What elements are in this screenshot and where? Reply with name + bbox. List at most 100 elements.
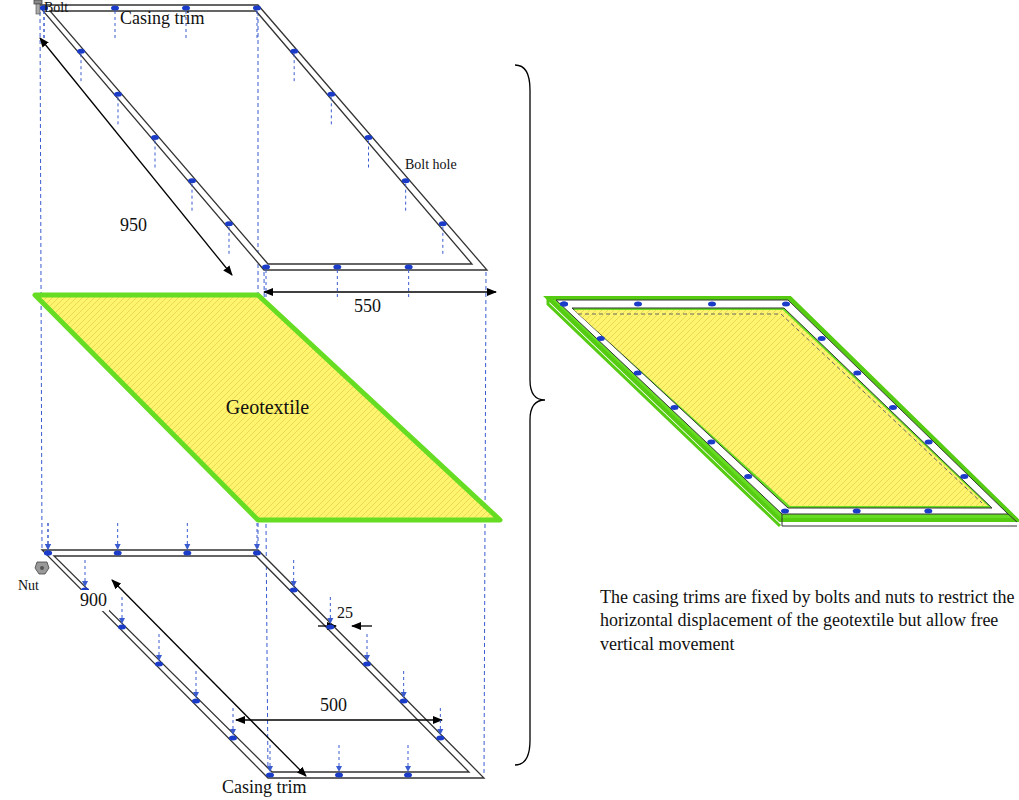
bolt-arrow — [327, 618, 333, 624]
bolt-arrow — [437, 729, 443, 735]
bolt-hole — [44, 551, 52, 556]
nut-symbol — [35, 562, 49, 574]
bolt-line — [339, 745, 340, 767]
part-name: Nut — [18, 578, 39, 594]
bolt-hole — [708, 302, 716, 307]
bolt-hole — [744, 474, 752, 479]
bolt-hole — [560, 302, 568, 307]
bolt-line — [257, 11, 258, 38]
bolt-hole — [262, 265, 270, 270]
bolt-arrow — [291, 581, 297, 587]
casing-trim-bottom — [42, 550, 484, 778]
bolt-hole — [327, 92, 335, 97]
bolt-hole — [229, 736, 237, 741]
dimension-arrows — [40, 38, 496, 776]
bolt-hole — [365, 135, 373, 140]
bolt-line — [331, 97, 332, 124]
bolt-hole — [114, 551, 122, 556]
bolt-line — [337, 270, 338, 297]
dimension: 950 — [118, 215, 149, 236]
bolt-arrow — [184, 544, 190, 550]
bolt-hole — [634, 371, 642, 376]
bolt-line — [266, 270, 267, 297]
bolt-arrow — [45, 544, 51, 550]
part-name: Casing trim — [222, 777, 307, 798]
bolt-arrow — [364, 655, 370, 661]
bolt-hole — [151, 135, 159, 140]
bolt-hole — [405, 265, 413, 270]
bolt-hole — [363, 662, 371, 667]
note: The casing trims are fixed by bolts and … — [600, 586, 1015, 656]
bolt-hole — [889, 405, 897, 410]
bolt-line — [368, 141, 369, 168]
bolt-hole — [853, 509, 861, 514]
bolt-line — [293, 560, 294, 582]
node-label: Geotextile — [226, 396, 309, 419]
bolt-arrow — [401, 692, 407, 698]
dimension: 900 — [78, 590, 109, 611]
bolt-hole — [436, 736, 444, 741]
bolt-line — [408, 270, 409, 297]
bolt-hole — [818, 336, 826, 341]
bolt-line — [233, 708, 234, 730]
bolt-hole — [560, 302, 568, 307]
bolt-arrow — [119, 618, 125, 624]
bolt-hole — [183, 551, 191, 556]
bolt-hole — [781, 509, 789, 514]
dimension: 25 — [335, 604, 355, 622]
bolt-line — [257, 523, 258, 545]
bolt-hole — [77, 49, 85, 54]
geotextile-sheet: Geotextile — [30, 290, 505, 525]
casing-trim-top — [38, 5, 487, 270]
bolt-line — [330, 597, 331, 619]
dimension: 550 — [352, 296, 383, 317]
bolt-hole — [266, 773, 274, 778]
bolt-hole — [402, 178, 410, 183]
bolt-arrow — [267, 766, 273, 772]
bolt-line — [196, 671, 197, 693]
bolt-line — [405, 184, 406, 211]
bracket — [515, 65, 545, 765]
bolt-line — [294, 54, 295, 81]
bolt-line — [44, 11, 45, 38]
bolt-line — [115, 11, 116, 38]
bolt-line — [159, 634, 160, 656]
bolt-line — [85, 560, 86, 582]
bolt-hole — [782, 302, 790, 307]
bolt-arrow — [254, 544, 260, 550]
bolt-hole — [671, 405, 679, 410]
bolt-hole — [707, 440, 715, 445]
bolt-line — [48, 523, 49, 545]
bolt-line — [44, 11, 45, 38]
bolt-line — [229, 227, 230, 254]
bolt-hole — [118, 625, 126, 630]
part-name: Casing trim — [120, 8, 205, 29]
bolt-line — [270, 745, 271, 767]
bolt-line — [118, 97, 119, 124]
part-name: Bolt — [44, 0, 68, 16]
bolt-line — [442, 227, 443, 254]
bolt-hole — [960, 474, 968, 479]
bolt-hole — [853, 371, 861, 376]
bolt-arrow — [45, 544, 51, 550]
bolt-hole — [404, 773, 412, 778]
bolt-arrow — [230, 729, 236, 735]
bolt-hole — [44, 551, 52, 556]
bolt-arrow — [115, 544, 121, 550]
dimension: 500 — [318, 695, 349, 716]
bolt-arrow — [156, 655, 162, 661]
bolt-hole — [290, 588, 298, 593]
bolt-hole — [253, 6, 261, 11]
bolt-hole — [155, 662, 163, 667]
bolt-hole — [188, 178, 196, 183]
bolt-hole — [192, 699, 200, 704]
bolt-line — [440, 708, 441, 730]
bolt-arrow — [82, 581, 88, 587]
bolt-arrow — [405, 766, 411, 772]
bolt-line — [117, 523, 118, 545]
bolt-line — [48, 523, 49, 545]
bolt-hole — [114, 92, 122, 97]
bolt-hole — [925, 440, 933, 445]
bolt-hole — [253, 551, 261, 556]
